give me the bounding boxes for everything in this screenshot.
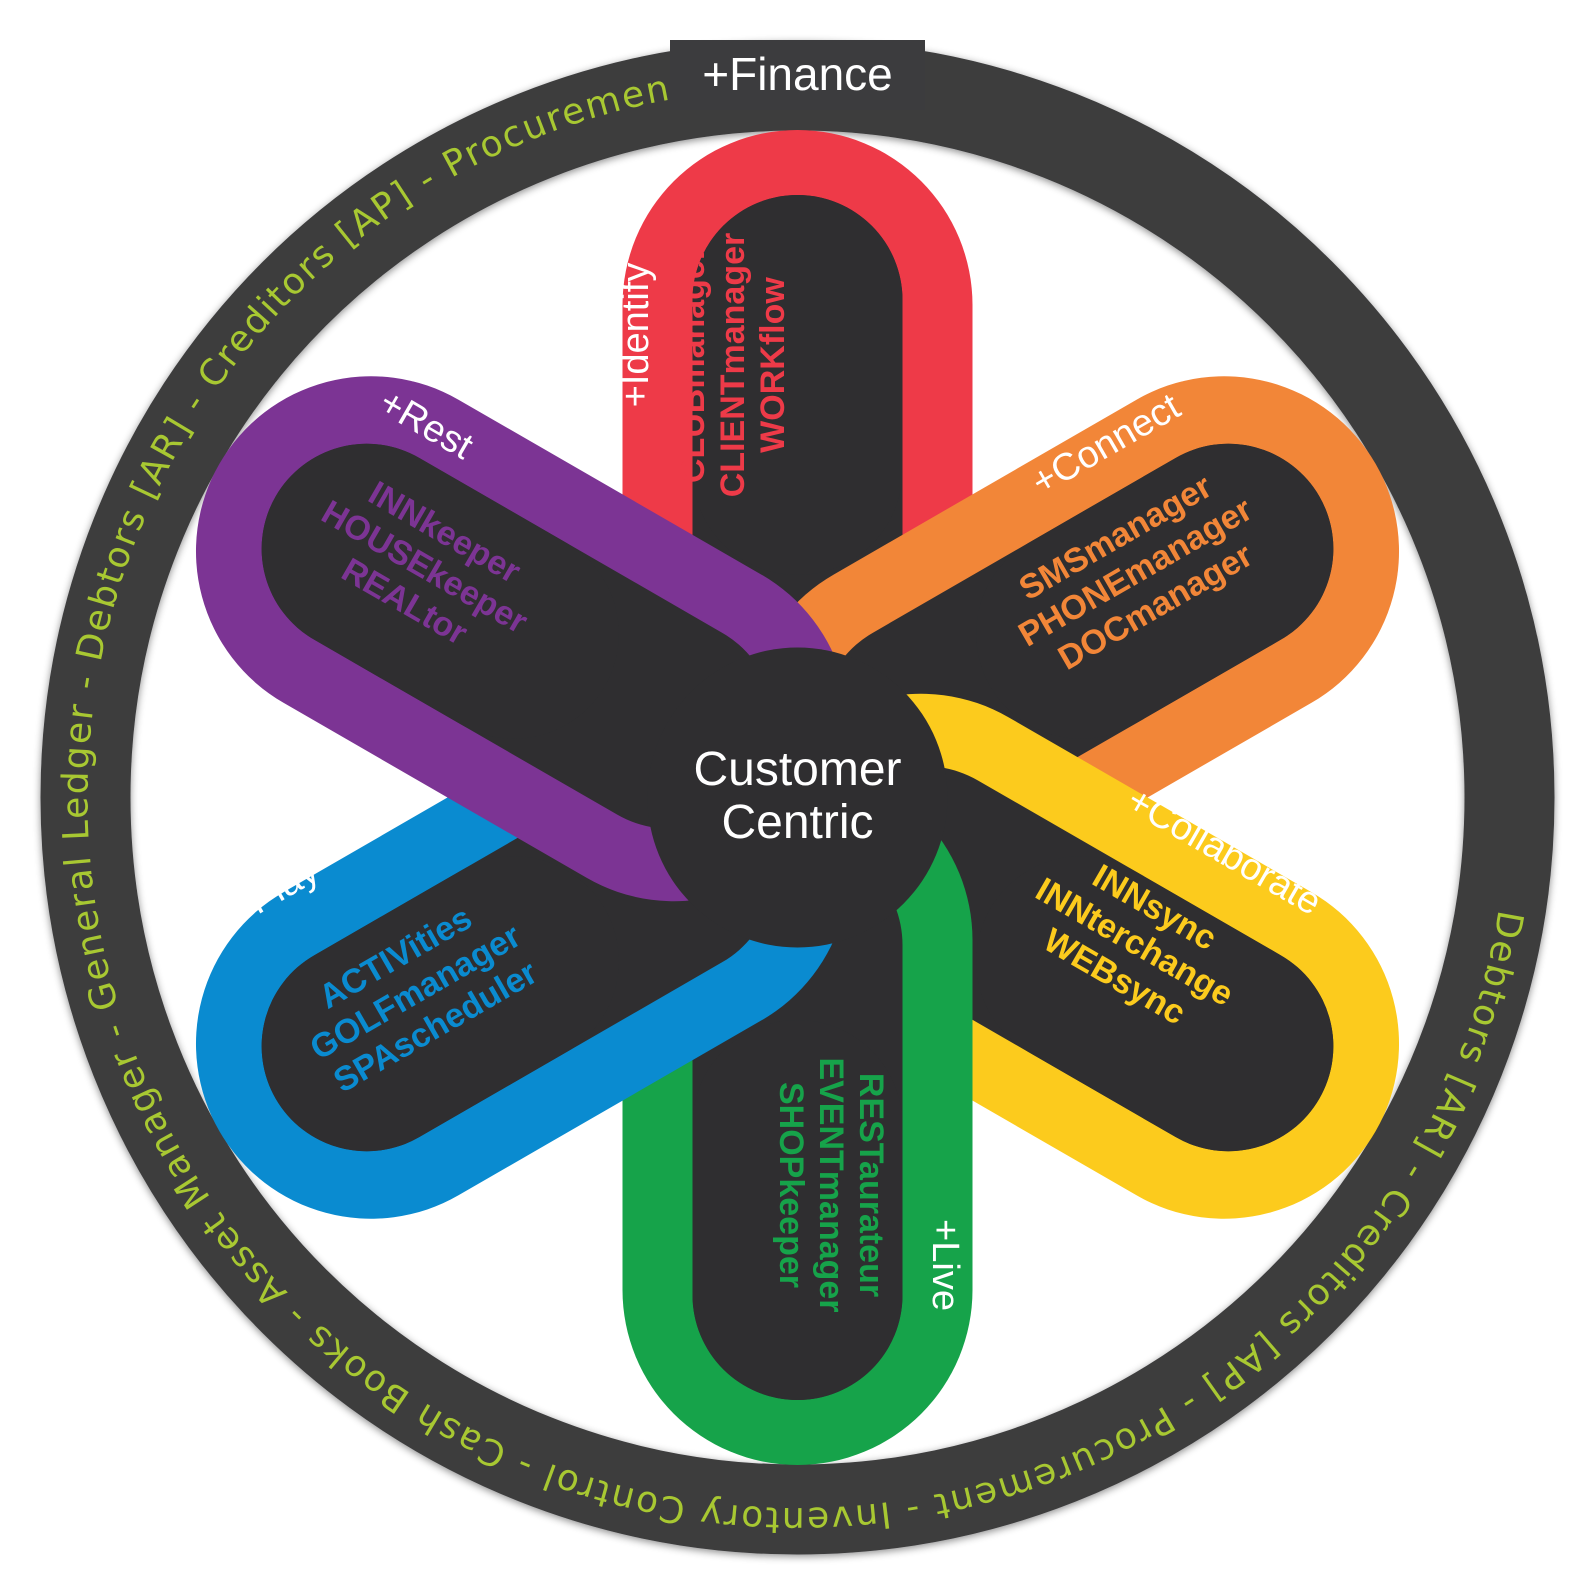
center-line-1: Customer: [693, 743, 901, 796]
petal-live-module-1: EVENTmanager: [812, 1057, 850, 1312]
petal-live-modules: RESTaurateurEVENTmanagerSHOPkeeper: [772, 1057, 890, 1312]
petal-identify-modules: CLUBmanagerCLIENTmanagerWORKflow: [674, 233, 792, 498]
petal-live-label: +Live: [924, 1219, 966, 1311]
petal-rest-core-top: [261, 443, 619, 739]
center-hub: [647, 647, 948, 948]
petals-group: [195, 130, 1400, 1465]
center-hub-core: [647, 647, 948, 948]
finance-label-bg: [670, 40, 925, 110]
petal-identify-label: +Identify: [615, 263, 657, 408]
petal-collaborate-core-top: [976, 856, 1334, 1152]
petal-live-module-0: RESTaurateur: [852, 1073, 890, 1297]
petal-identify-module-2: WORKflow: [754, 277, 792, 453]
center-line-2: Centric: [721, 796, 873, 849]
petal-play-core-top: [261, 856, 619, 1152]
petal-identify-module-1: CLIENTmanager: [714, 233, 752, 498]
petal-live-module-2: SHOPkeeper: [772, 1082, 810, 1288]
petal-identify-core-top: [692, 195, 903, 575]
petal-identify-module-0: CLUBmanager: [674, 247, 712, 483]
finance-label: +Finance: [702, 48, 893, 100]
petal-live-core-top: [692, 1020, 903, 1400]
petal-connect-core-top: [976, 443, 1334, 739]
petal-connect-modules: SMSmanagerPHONEmanagerDOCmanager: [992, 455, 1278, 689]
